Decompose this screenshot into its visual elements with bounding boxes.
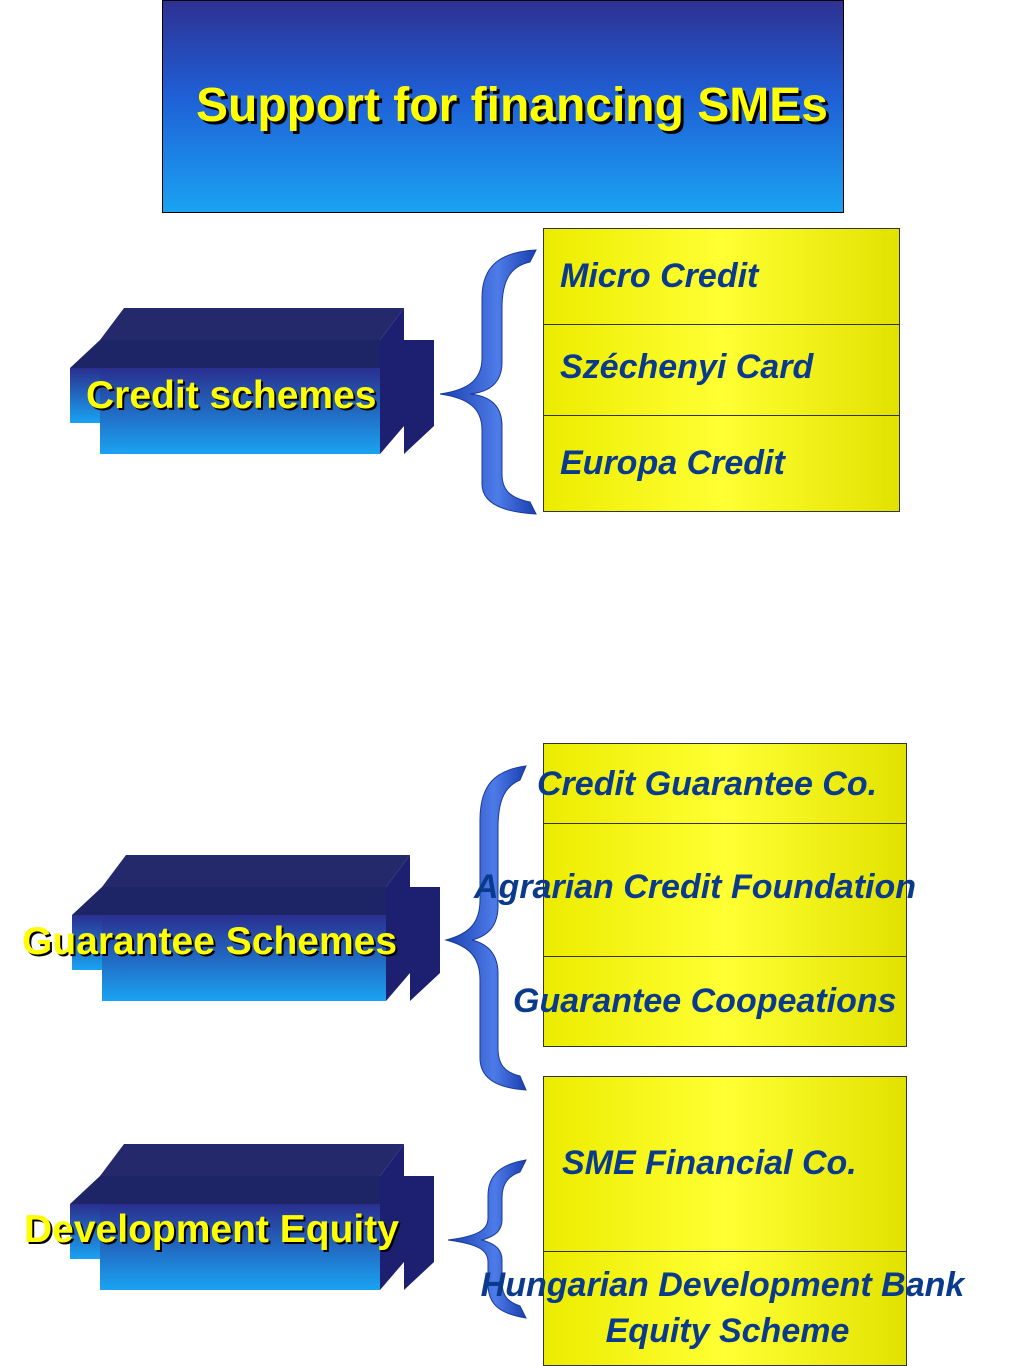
item-guarantee-coopeations: Guarantee Coopeations xyxy=(513,982,897,1020)
guarantee-items-column xyxy=(543,743,907,1047)
list-item xyxy=(544,956,906,1047)
guarantee-schemes-label: Guarantee Schemes xyxy=(22,920,398,963)
brace-equity xyxy=(447,1159,527,1319)
page-title: Support for financing SMEs xyxy=(196,79,828,132)
item-micro-credit: Micro Credit xyxy=(560,257,759,295)
equity-items-column xyxy=(543,1076,907,1366)
title-banner xyxy=(162,0,844,213)
item-szechenyi-card: Széchenyi Card xyxy=(560,348,814,386)
item-credit-guarantee-co: Credit Guarantee Co. xyxy=(537,765,878,803)
block-shape xyxy=(72,855,440,1001)
item-sme-financial-co: SME Financial Co. xyxy=(562,1144,857,1182)
development-equity-label: Development Equity xyxy=(24,1208,399,1251)
item-equity-scheme: Equity Scheme xyxy=(605,1312,850,1350)
credit-schemes-label: Credit schemes xyxy=(86,374,377,417)
development-equity-block xyxy=(70,1144,440,1294)
guarantee-schemes-block xyxy=(72,855,442,1005)
list-item xyxy=(544,823,906,957)
brace-guarantee xyxy=(444,765,527,1091)
block-shape xyxy=(70,1144,434,1290)
list-item xyxy=(544,415,899,512)
list-item xyxy=(544,1251,906,1366)
item-europa-credit: Europa Credit xyxy=(560,444,785,482)
credit-schemes-block: Credit schemes xyxy=(70,308,440,458)
list-item xyxy=(544,324,899,416)
block-shape xyxy=(70,308,434,454)
item-hungarian-development-bank: Hungarian Development Bank xyxy=(480,1266,965,1304)
brace-credit xyxy=(439,249,537,515)
item-agrarian-credit-foundation: Agrarian Credit Foundation xyxy=(474,868,916,906)
credit-items-column xyxy=(543,228,900,512)
